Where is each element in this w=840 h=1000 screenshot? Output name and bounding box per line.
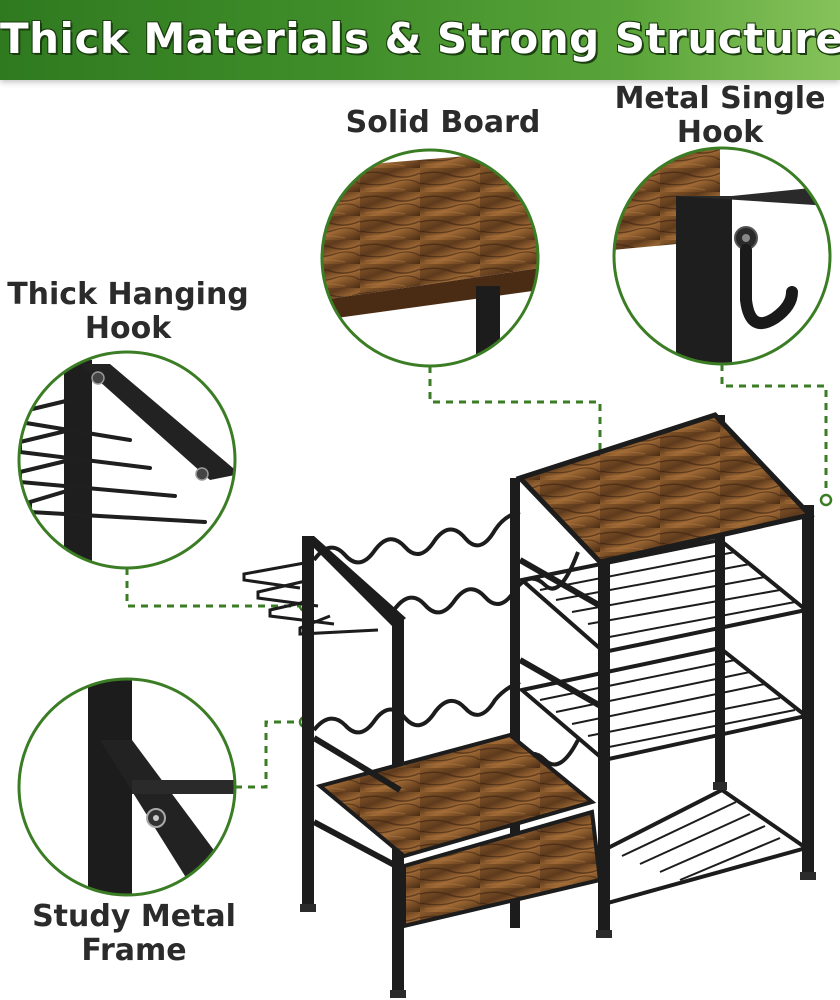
leader-metal-hook (720, 364, 828, 500)
bolt-icon (91, 371, 105, 385)
label-metal-hook-line1: Metal Single (614, 81, 826, 116)
label-solid-board-line1: Solid Board (345, 105, 541, 140)
label-study-metal-frame: Study Metal Frame (24, 900, 244, 968)
middle-board (315, 732, 597, 859)
label-metal-frame-line2: Frame (81, 933, 187, 968)
bolt-icon (195, 467, 209, 481)
label-metal-frame-line1: Study Metal (32, 899, 236, 934)
header-banner: Thick Materials & Strong Structure (0, 0, 840, 80)
label-metal-hook-line2: Hook (676, 115, 764, 150)
banner-title: Thick Materials & Strong Structure (0, 14, 840, 63)
wine-rack-bars (312, 510, 580, 790)
label-solid-board: Solid Board (340, 106, 546, 140)
label-hanging-hook-line2: Hook (84, 311, 172, 346)
detail-circle-solid-board (320, 148, 540, 368)
product-rack (242, 412, 816, 998)
bottom-board (402, 809, 603, 929)
leader-lines (125, 364, 828, 789)
detail-circle-hanging-hook (17, 350, 237, 570)
j-hook-icon (734, 226, 798, 329)
label-metal-single-hook: Metal Single Hook (600, 82, 840, 150)
label-thick-hanging-hook: Thick Hanging Hook (0, 278, 256, 346)
label-hanging-hook-line1: Thick Hanging (7, 277, 249, 312)
detail-circle-metal-hook (612, 146, 832, 366)
detail-circle-metal-frame (17, 677, 237, 897)
wire-shelves (517, 537, 811, 907)
glass-hanger-icon (242, 560, 379, 636)
top-board (515, 412, 815, 565)
leader-solid-board (428, 366, 602, 465)
leader-metal-frame (235, 720, 305, 789)
leader-hanging-hook (125, 568, 305, 608)
